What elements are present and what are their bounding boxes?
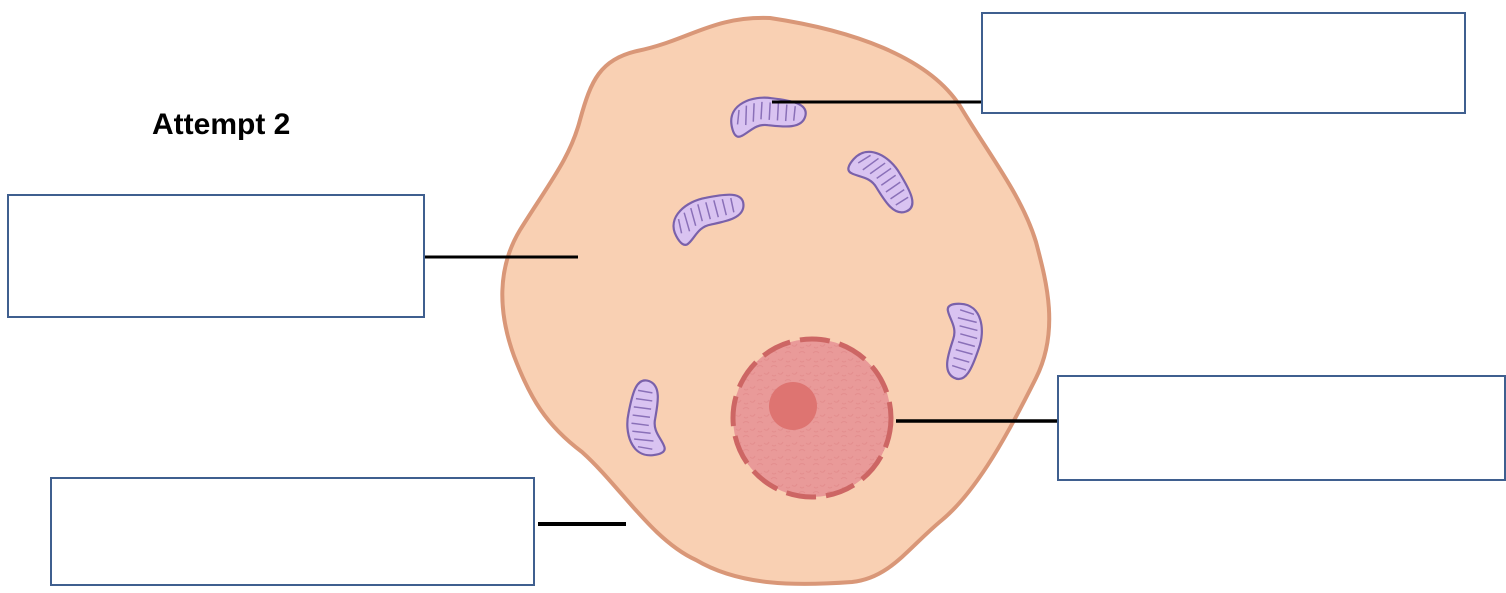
label-box-cytoplasm[interactable]	[7, 194, 425, 318]
label-box-nucleus[interactable]	[1057, 375, 1506, 481]
page-title: Attempt 2	[152, 108, 290, 142]
label-box-cell-membrane[interactable]	[50, 477, 535, 586]
nucleolus	[769, 382, 817, 430]
nucleus	[733, 339, 891, 497]
label-box-mitochondrion[interactable]	[981, 12, 1466, 114]
